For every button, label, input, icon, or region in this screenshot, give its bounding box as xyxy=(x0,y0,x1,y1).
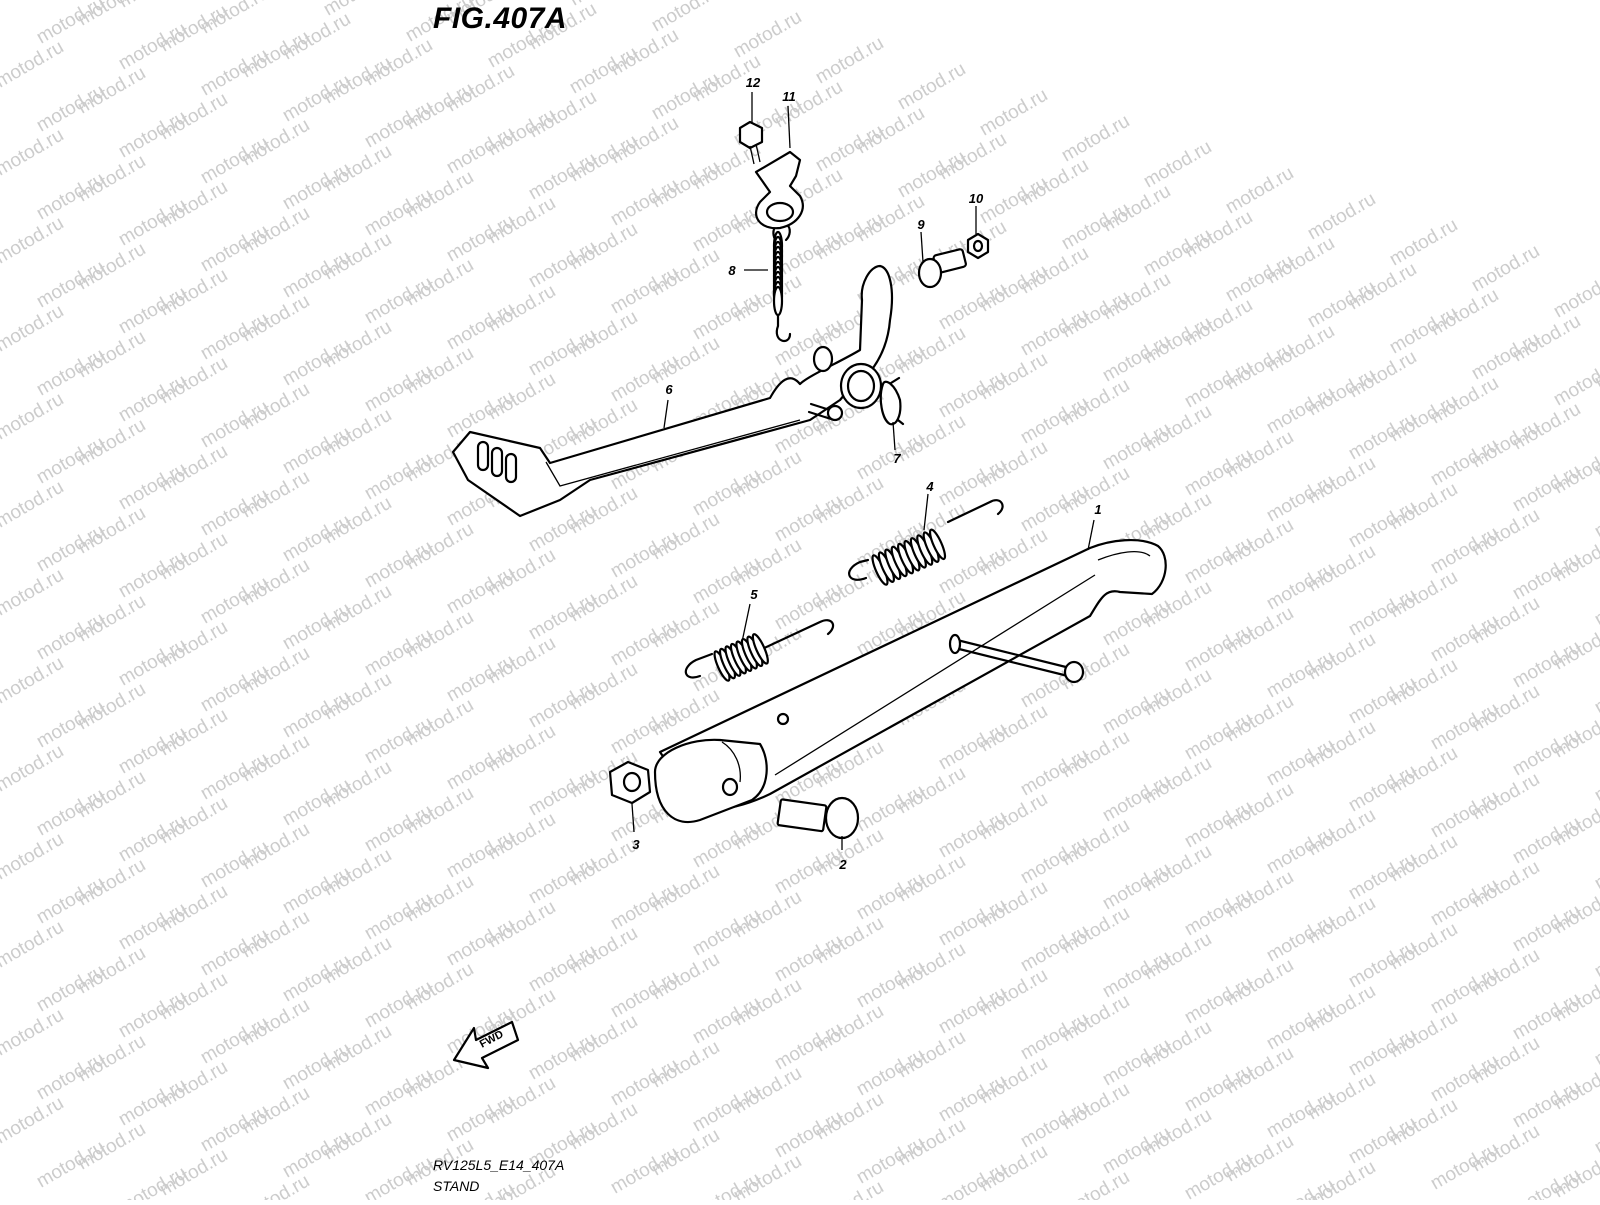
pedal-pad-slot xyxy=(476,440,490,472)
spring-large xyxy=(848,499,1004,586)
callout-10: 10 xyxy=(968,191,984,206)
nut xyxy=(608,760,652,805)
watermark-text: motod.ru xyxy=(1591,663,1600,719)
bracket-bolt xyxy=(738,120,764,165)
watermark-text: motod.ru xyxy=(1591,1015,1600,1071)
watermark-text: motod.ru xyxy=(115,1163,190,1200)
watermark-text: motod.ru xyxy=(1222,163,1297,219)
callout-2: 2 xyxy=(839,857,847,872)
side-stand xyxy=(653,538,1167,824)
watermark-text: motod.ru xyxy=(0,565,67,621)
coil-turn xyxy=(772,285,784,317)
watermark-text: motod.ru xyxy=(894,59,969,115)
callout-4: 4 xyxy=(926,479,934,494)
watermark-text: motod.ru xyxy=(1140,137,1215,193)
watermark-text: motod.ru xyxy=(812,33,887,89)
watermark-text: motod.ru xyxy=(1591,1103,1600,1159)
pivot-bolt xyxy=(776,796,860,840)
watermark-text: motod.ru xyxy=(0,741,67,797)
watermark-text: motod.ru xyxy=(0,125,67,181)
callout-3: 3 xyxy=(632,837,640,852)
coil-turn xyxy=(928,528,947,561)
watermark-text: motod.ru xyxy=(1591,751,1600,807)
small-nut xyxy=(966,232,990,260)
watermark-text: motod.ru xyxy=(1591,839,1600,895)
watermark-text: motod.ru xyxy=(1263,1175,1338,1200)
watermark-text: motod.ru xyxy=(0,389,67,445)
watermark-text: motod.ru xyxy=(238,1171,313,1200)
watermark-text: motod.ru xyxy=(0,917,67,973)
callout-12: 12 xyxy=(745,75,761,90)
pedal-pad-slot xyxy=(504,452,518,484)
watermark-text: motod.ru xyxy=(0,213,67,269)
callout-6: 6 xyxy=(665,382,673,397)
watermark-text: motod.ru xyxy=(0,1005,67,1061)
watermark-text: motod.ru xyxy=(1386,215,1461,271)
watermark-text: motod.ru xyxy=(1468,241,1543,297)
pedal-pad-slot xyxy=(490,446,504,478)
spring-small xyxy=(684,619,835,682)
watermark-text: motod.ru xyxy=(361,0,436,2)
figure-title: FIG.407A xyxy=(433,2,568,35)
brake-pedal xyxy=(451,264,894,518)
figure-name: STAND xyxy=(433,1178,480,1194)
watermark-text: motod.ru xyxy=(33,0,108,48)
watermark-text: motod.ru xyxy=(935,1159,1010,1200)
watermark-text: motod.ru xyxy=(812,1177,887,1200)
watermark-text: motod.ru xyxy=(0,829,67,885)
watermark-text: motod.ru xyxy=(1591,487,1600,543)
coil-turn xyxy=(751,633,769,665)
callout-1: 1 xyxy=(1094,502,1102,517)
small-bolt xyxy=(917,248,967,289)
watermark-text: motod.ru xyxy=(1058,1167,1133,1200)
watermark-text: motod.ru xyxy=(976,85,1051,141)
watermark-text: motod.ru xyxy=(0,1093,67,1149)
watermark-text: motod.ru xyxy=(0,301,67,357)
watermark-text: motod.ru xyxy=(0,0,67,4)
leader-lines xyxy=(631,92,1095,850)
callout-11: 11 xyxy=(782,89,796,104)
watermark-text: motod.ru xyxy=(1304,189,1379,245)
callout-5: 5 xyxy=(750,587,758,602)
circlip xyxy=(879,376,905,426)
switch-bracket xyxy=(754,150,804,230)
watermark-text: motod.ru xyxy=(0,653,67,709)
watermark-text: motod.ru xyxy=(1058,111,1133,167)
figure-code: RV125L5_E14_407A xyxy=(433,1157,565,1173)
watermark-text: motod.ru xyxy=(1591,575,1600,631)
callout-8: 8 xyxy=(728,263,736,278)
watermark-text: motod.ru xyxy=(361,1153,436,1200)
watermark-text: motod.ru xyxy=(730,7,805,63)
return-spring xyxy=(772,222,792,343)
callout-9: 9 xyxy=(917,217,925,232)
watermark-text: motod.ru xyxy=(1591,927,1600,983)
callout-7: 7 xyxy=(893,451,901,466)
watermark-text: motod.ru xyxy=(0,477,67,533)
watermark-text: motod.ru xyxy=(0,37,67,93)
